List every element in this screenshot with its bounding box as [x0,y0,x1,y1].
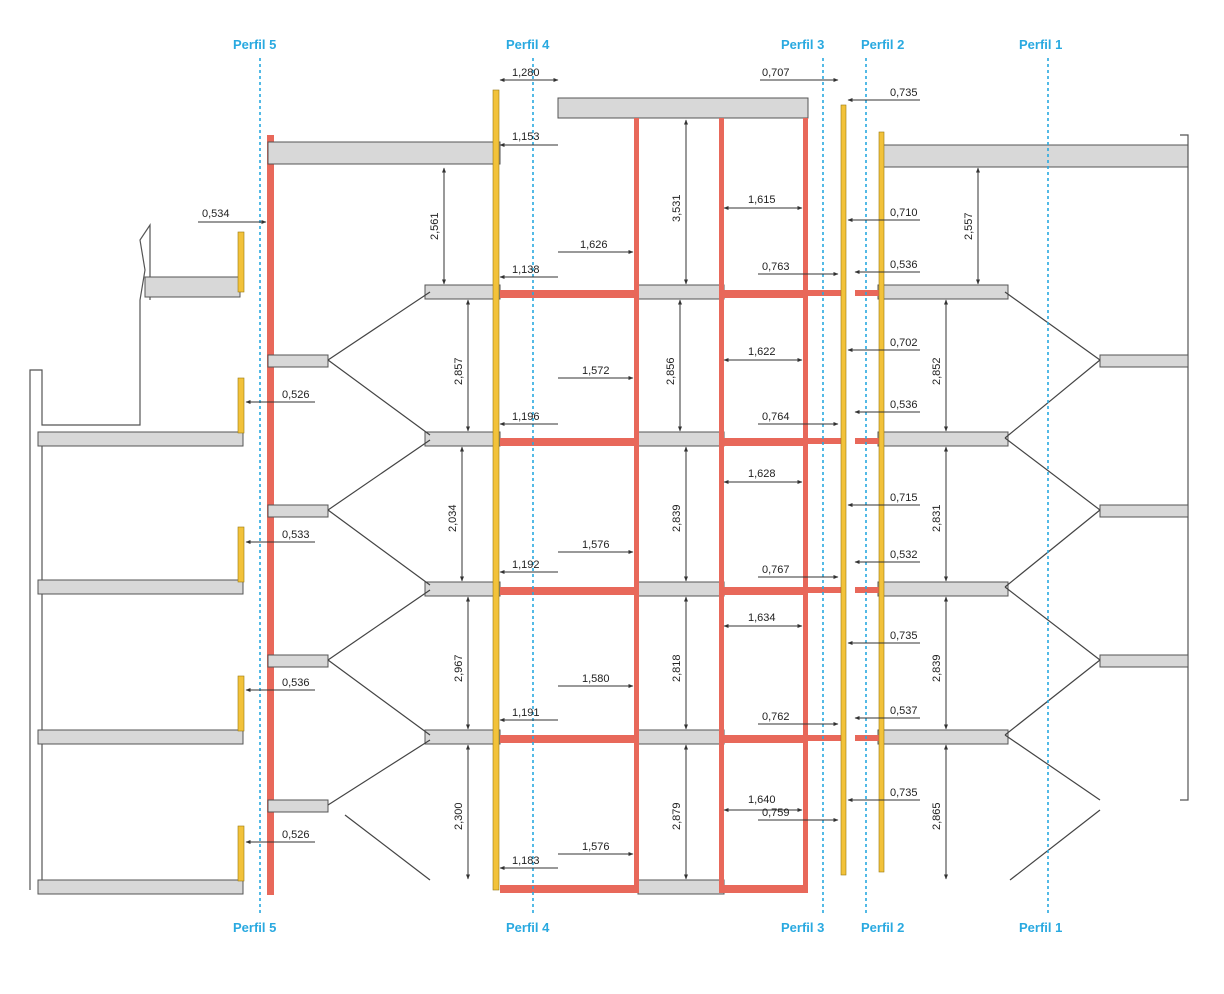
profile-5-label-top: Perfil 5 [233,37,276,52]
roof-slabs [267,97,1189,168]
dim-p5-1: 0,534 [202,208,230,220]
dim-h-left-2: 2,857 [453,357,465,385]
dim-h-right-2: 2,852 [931,357,943,385]
dim-h-center-4: 2,818 [671,654,683,682]
dim-p5-5: 0,526 [282,829,310,841]
dim-p2-inner-2: 0,536 [890,399,918,411]
dim-p4-span-1: 1,626 [580,239,608,251]
dims-profile-2: 0,735 0,710 0,702 0,715 0,735 0,735 0,53… [890,87,918,799]
left-annex-outline [29,223,151,890]
dim-p3-span-2: 1,622 [748,346,776,358]
dim-p4-off-5: 1,183 [512,855,540,867]
dim-h-right-3: 2,831 [931,504,943,532]
red-floor-beams [500,290,879,893]
dim-p4-off-3: 1,192 [512,559,540,571]
profile-labels-bottom: Perfil 5 Perfil 4 Perfil 3 Perfil 2 Perf… [233,920,1062,935]
dim-h-center-2: 2,856 [665,357,677,385]
dim-p4-off-2: 1,196 [512,411,540,423]
profile-1-label-bottom: Perfil 1 [1019,920,1062,935]
dim-h-right-1: 2,557 [963,212,975,240]
dim-p3-span-4: 1,634 [748,612,776,624]
dim-p3-span-1: 1,615 [748,194,776,206]
dims-profile-4: 1,280 1,153 1,138 1,196 1,192 1,191 1,18… [512,67,610,867]
profile-4-label-bottom: Perfil 4 [506,920,550,935]
left-balcony-walls [237,231,245,882]
profile-1-label-top: Perfil 1 [1019,37,1062,52]
dim-p3-off-5: 0,759 [762,807,790,819]
dim-p2-outer-3: 0,715 [890,492,918,504]
right-stairs [1004,291,1101,881]
floor-landings [267,284,1189,895]
yellow-walls [492,89,885,891]
dim-p4-span-5: 1,576 [582,841,610,853]
dims-profile-5: 0,534 0,526 0,533 0,536 0,526 [202,208,310,841]
dim-p2-top: 0,735 [890,87,918,99]
dimension-lines [198,78,980,880]
dim-p4-off-4: 1,191 [512,707,540,719]
left-stairs [327,291,431,881]
dim-h-left-4: 2,967 [453,654,465,682]
dim-h-left-1: 2,561 [429,212,441,240]
dim-p2-outer-4: 0,735 [890,630,918,642]
profile-5-label-bottom: Perfil 5 [233,920,276,935]
right-building-outline [1180,134,1189,801]
dim-p2-inner-4: 0,537 [890,705,918,717]
dim-p4-span-2: 1,572 [582,365,610,377]
left-annex-slabs [37,276,244,895]
profile-4-label-top: Perfil 4 [506,37,550,52]
profile-lines [259,58,1049,915]
dim-p2-inner-3: 0,532 [890,549,918,561]
dim-p5-4: 0,536 [282,677,310,689]
dim-h-center-1: 3,531 [671,194,683,222]
dim-p3-off-1: 0,763 [762,261,790,273]
dim-p3-span-5: 1,640 [748,794,776,806]
dim-p3-off-3: 0,767 [762,564,790,576]
dim-p4-top-1: 1,280 [512,67,540,79]
dim-h-left-5: 2,300 [453,802,465,830]
dim-p3-top: 0,707 [762,67,790,79]
dim-p2-outer-1: 0,710 [890,207,918,219]
dim-p2-outer-5: 0,735 [890,787,918,799]
red-columns [634,118,808,893]
dim-h-right-5: 2,865 [931,802,943,830]
dim-p3-span-3: 1,628 [748,468,776,480]
dim-p4-span-3: 1,576 [582,539,610,551]
dim-p2-outer-2: 0,702 [890,337,918,349]
dim-h-left-3: 2,034 [447,504,459,532]
profile-2-label-top: Perfil 2 [861,37,904,52]
dims-heights: 2,561 2,857 2,034 2,967 2,300 3,531 2,85… [429,194,975,830]
profile-labels-top: Perfil 5 Perfil 4 Perfil 3 Perfil 2 Perf… [233,37,1062,52]
dim-p4-top-2: 1,153 [512,131,540,143]
profile-3-label-bottom: Perfil 3 [781,920,824,935]
dim-p2-inner-1: 0,536 [890,259,918,271]
dim-h-center-5: 2,879 [671,802,683,830]
dim-p3-off-4: 0,762 [762,711,790,723]
dim-h-center-3: 2,839 [671,504,683,532]
dims-profile-3: 0,707 0,763 0,764 0,767 0,762 0,759 1,61… [748,67,790,819]
dim-h-right-4: 2,839 [931,654,943,682]
dim-p4-off-1: 1,138 [512,264,540,276]
profile-3-label-top: Perfil 3 [781,37,824,52]
dim-p4-span-4: 1,580 [582,673,610,685]
dim-p3-off-2: 0,764 [762,411,790,423]
dim-p5-3: 0,533 [282,529,310,541]
dim-p5-2: 0,526 [282,389,310,401]
profile-2-label-bottom: Perfil 2 [861,920,904,935]
